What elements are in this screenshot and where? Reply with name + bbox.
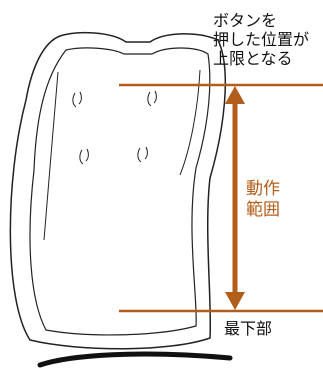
backrest-panel — [43, 71, 59, 241]
backrest-panel-right — [179, 69, 201, 176]
seat-outer-outline — [9, 31, 227, 350]
massage-node-lower-left — [79, 148, 89, 165]
massage-node-lower-right — [137, 146, 148, 163]
massage-node-upper-left — [72, 91, 82, 108]
seat-inner-outline — [29, 47, 211, 336]
upper-limit-label: ボタンを 押した位置が 上限となる — [213, 11, 310, 68]
seat-base — [37, 351, 233, 368]
range-label: 動作 範囲 — [246, 179, 280, 220]
range-arrow-head-down — [225, 292, 245, 310]
range-arrow-head-up — [225, 86, 245, 104]
bottom-label: 最下部 — [224, 319, 273, 338]
massage-node-upper-right — [147, 90, 157, 107]
